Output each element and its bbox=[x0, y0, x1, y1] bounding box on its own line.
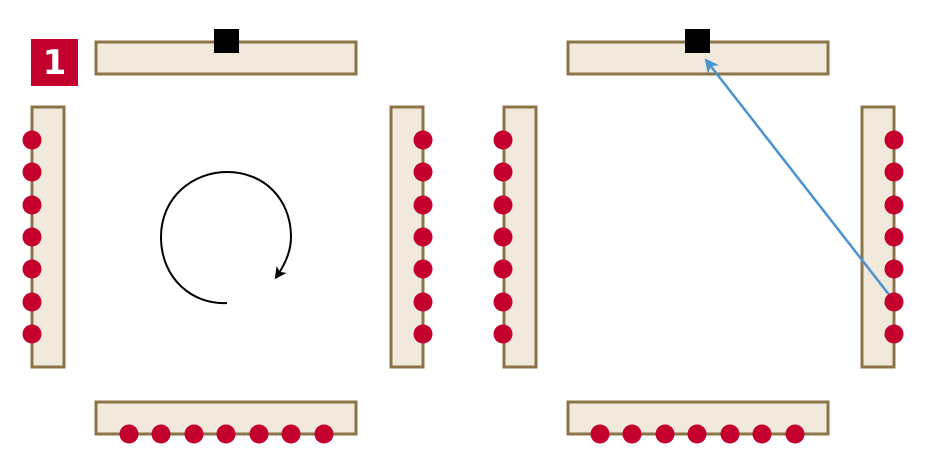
badge: 1 bbox=[31, 39, 78, 86]
marker-dot bbox=[752, 424, 772, 444]
marker-dot bbox=[493, 292, 513, 312]
right-wall-markers bbox=[413, 130, 433, 344]
marker-dot bbox=[22, 259, 42, 279]
left-wall-markers bbox=[493, 130, 513, 344]
bottom-wall-markers bbox=[590, 424, 805, 444]
marker-dot bbox=[884, 292, 904, 312]
marker-dot bbox=[590, 424, 610, 444]
speaker-icon bbox=[685, 29, 710, 53]
marker-dot bbox=[314, 424, 334, 444]
speaker-icon bbox=[214, 29, 239, 53]
marker-dot bbox=[249, 424, 269, 444]
marker-dot bbox=[493, 162, 513, 182]
marker-dot bbox=[184, 424, 204, 444]
right-wall bbox=[389, 105, 425, 369]
marker-dot bbox=[884, 195, 904, 215]
marker-dot bbox=[413, 259, 433, 279]
marker-dot bbox=[151, 424, 171, 444]
marker-dot bbox=[281, 424, 301, 444]
left-room bbox=[22, 29, 433, 444]
marker-dot bbox=[413, 130, 433, 150]
marker-dot bbox=[884, 227, 904, 247]
marker-dot bbox=[884, 324, 904, 344]
marker-dot bbox=[22, 195, 42, 215]
marker-dot bbox=[413, 292, 433, 312]
marker-dot bbox=[884, 130, 904, 150]
left-wall-markers bbox=[22, 130, 42, 344]
marker-dot bbox=[22, 162, 42, 182]
badge-label: 1 bbox=[43, 43, 67, 83]
marker-dot bbox=[884, 162, 904, 182]
marker-dot bbox=[22, 292, 42, 312]
reflection-arrow-icon bbox=[704, 58, 895, 302]
marker-dot bbox=[884, 259, 904, 279]
marker-dot bbox=[493, 227, 513, 247]
marker-dot bbox=[687, 424, 707, 444]
badge-background bbox=[31, 39, 78, 86]
marker-dot bbox=[493, 195, 513, 215]
marker-dot bbox=[493, 130, 513, 150]
marker-dot bbox=[22, 324, 42, 344]
marker-dot bbox=[413, 324, 433, 344]
marker-dot bbox=[413, 227, 433, 247]
bottom-wall-markers bbox=[119, 424, 334, 444]
marker-dot bbox=[785, 424, 805, 444]
marker-dot bbox=[22, 227, 42, 247]
marker-dot bbox=[413, 162, 433, 182]
right-room bbox=[493, 29, 904, 444]
right-wall-markers bbox=[884, 130, 904, 344]
marker-dot bbox=[119, 424, 139, 444]
marker-dot bbox=[493, 259, 513, 279]
marker-dot bbox=[22, 130, 42, 150]
clockwise-rotation-arrow-icon bbox=[159, 170, 293, 305]
marker-dot bbox=[493, 324, 513, 344]
marker-dot bbox=[720, 424, 740, 444]
marker-dot bbox=[655, 424, 675, 444]
marker-dot bbox=[622, 424, 642, 444]
marker-dot bbox=[413, 195, 433, 215]
marker-dot bbox=[216, 424, 236, 444]
